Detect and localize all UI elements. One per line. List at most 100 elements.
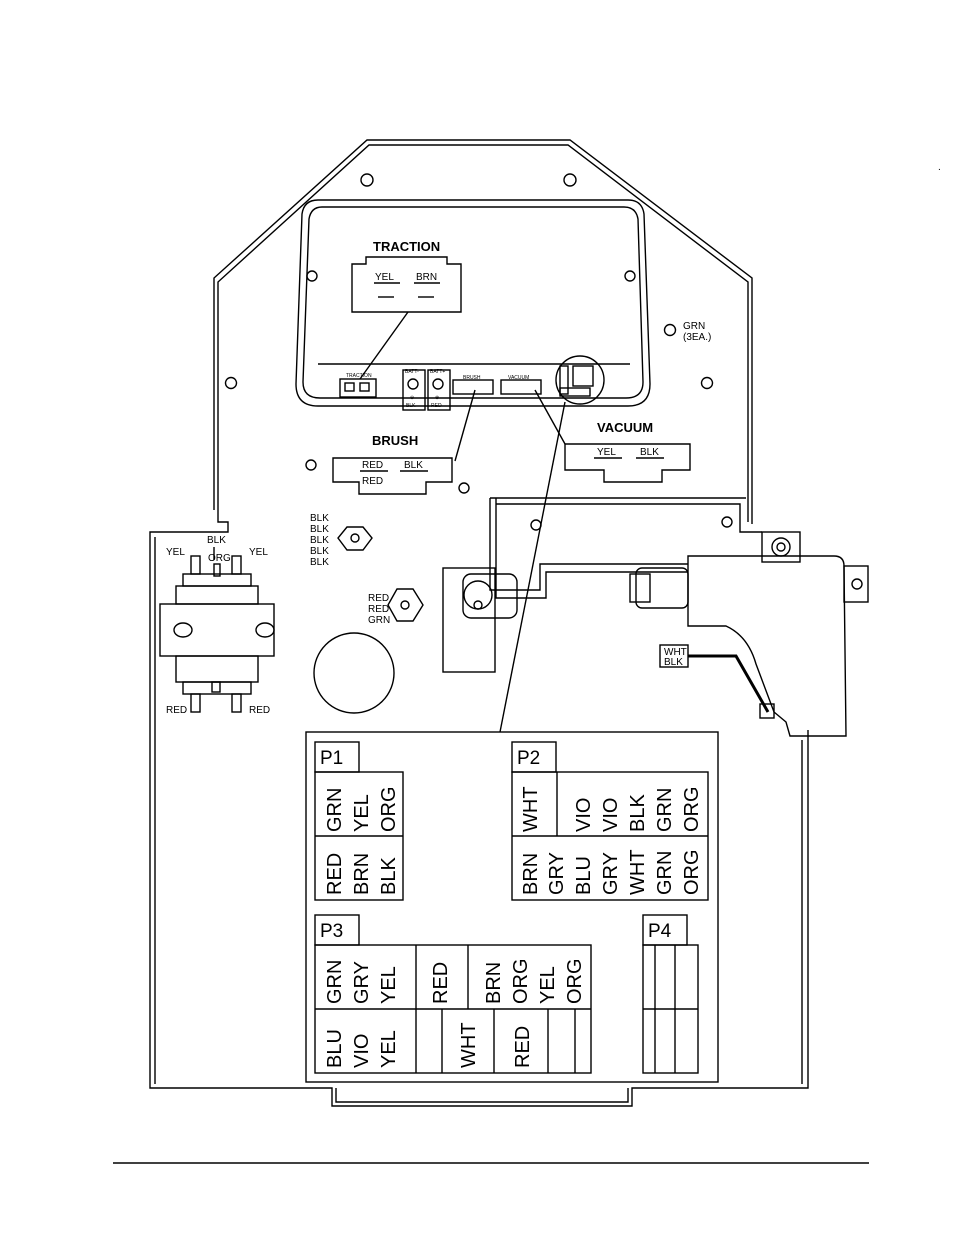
controller: TRACTION BATT- ⊖ BLK BATT+ ⊕ RED BRUSH V… bbox=[295, 199, 651, 411]
p2-top-pin-1: WHT bbox=[520, 786, 542, 832]
hole-icon bbox=[458, 482, 470, 494]
battery-terminal-icon bbox=[432, 378, 444, 390]
brush-red-1: RED bbox=[362, 460, 383, 471]
battery-terminal-icon bbox=[407, 378, 419, 390]
svg-text:.: . bbox=[938, 162, 941, 173]
traction-connector: TRACTION YEL BRN bbox=[351, 239, 462, 380]
p3-top-pin-5: BRN bbox=[483, 962, 505, 1004]
p3-top-pin-2: GRY bbox=[351, 961, 373, 1004]
p2-bottom-pin-6: GRN bbox=[654, 851, 676, 895]
batt-red-label: RED bbox=[431, 403, 442, 409]
p3-bottom-pin-4: WHT bbox=[458, 1022, 480, 1068]
p1-top-pin-1: GRN bbox=[324, 788, 346, 832]
p3-bottom-pin-5: RED bbox=[512, 1026, 534, 1068]
p3-top-pin-1: GRN bbox=[324, 960, 346, 1004]
vacuum-blk: BLK bbox=[640, 447, 659, 458]
brush-title: BRUSH bbox=[372, 433, 418, 448]
rrg-label-2: RED bbox=[368, 604, 389, 615]
brush-connector: BRUSH RED BLK RED bbox=[332, 389, 476, 495]
main-panel-outline bbox=[149, 139, 809, 1107]
p2-top-pin-3: VIO bbox=[573, 798, 595, 832]
rrg-stack: RED RED GRN bbox=[368, 588, 424, 626]
nut-icon bbox=[851, 578, 863, 590]
p1-bottom-pin-1: RED bbox=[324, 853, 346, 895]
hole-icon bbox=[360, 173, 374, 187]
blk-label-2: BLK bbox=[310, 524, 329, 535]
hex-nut-icon bbox=[337, 526, 373, 551]
brush-red-2: RED bbox=[362, 476, 383, 487]
sol-blk: BLK bbox=[207, 535, 226, 546]
p3-title: P3 bbox=[320, 921, 343, 942]
vacuum-motor-switch: WHT BLK bbox=[629, 555, 869, 737]
p1-bottom-pin-2: BRN bbox=[351, 853, 373, 895]
callout-line bbox=[499, 401, 566, 733]
p3-top-pin-8: ORG bbox=[564, 958, 586, 1004]
sol-yel-right: YEL bbox=[249, 547, 268, 558]
blk-label-5: BLK bbox=[310, 557, 329, 568]
p2-bottom-pin-1: BRN bbox=[520, 853, 542, 895]
switch-blk: BLK bbox=[664, 657, 683, 668]
hole-icon bbox=[305, 459, 317, 471]
p1-top-pin-3: ORG bbox=[378, 786, 400, 832]
hole-icon bbox=[224, 376, 238, 390]
p3-top-pin-4: RED bbox=[430, 962, 452, 1004]
solenoid: BLK YEL ORG YEL RED RED bbox=[159, 535, 275, 716]
vacuum-yel: YEL bbox=[597, 447, 616, 458]
mini-traction-label: TRACTION bbox=[346, 373, 372, 379]
batt-pos-label: BATT+ bbox=[430, 369, 445, 375]
p2-bottom-pin-7: ORG bbox=[681, 849, 703, 895]
p3-top-pin-7: YEL bbox=[537, 966, 559, 1004]
batt-neg-label: BATT- bbox=[405, 369, 419, 375]
blk-label-4: BLK bbox=[310, 546, 329, 557]
p2-top-pin-5: BLK bbox=[627, 794, 649, 832]
p2-title: P2 bbox=[517, 748, 540, 769]
vacuum-connector: VACUUM YEL BLK bbox=[534, 389, 691, 483]
hole-icon bbox=[663, 323, 677, 337]
hole-icon bbox=[721, 516, 733, 528]
grn-3ea-line1: GRN bbox=[683, 321, 705, 332]
mounting-holes bbox=[224, 173, 733, 531]
hole-icon bbox=[563, 173, 577, 187]
rrg-label-3: GRN bbox=[368, 615, 390, 626]
p3-bottom-pin-2: VIO bbox=[351, 1034, 373, 1068]
p3-top-pin-6: ORG bbox=[510, 958, 532, 1004]
p4-connector: P4 bbox=[642, 914, 699, 1074]
mini-brush-label: BRUSH bbox=[463, 375, 481, 381]
svg-text:⊕: ⊕ bbox=[435, 395, 439, 401]
screw-icon bbox=[306, 270, 318, 282]
rrg-label-1: RED bbox=[368, 593, 389, 604]
p2-top-pin-7: ORG bbox=[681, 786, 703, 832]
sol-red-right: RED bbox=[249, 705, 270, 716]
svg-text:⊖: ⊖ bbox=[410, 395, 414, 401]
mount-slot-icon bbox=[255, 622, 275, 638]
p2-bottom-pin-3: BLU bbox=[573, 856, 595, 895]
brush-blk: BLK bbox=[404, 460, 423, 471]
hex-nut-icon bbox=[387, 588, 424, 622]
p2-bottom-pin-2: GRY bbox=[546, 852, 568, 895]
hole-icon bbox=[700, 376, 714, 390]
vacuum-title: VACUUM bbox=[597, 420, 653, 435]
mount-slot-icon bbox=[173, 622, 193, 638]
mini-vacuum-label: VACUUM bbox=[508, 375, 529, 381]
sol-red-left: RED bbox=[166, 705, 187, 716]
blk-stack: BLK BLK BLK BLK BLK bbox=[310, 513, 373, 568]
traction-brn: BRN bbox=[416, 272, 437, 283]
p3-top-pin-3: YEL bbox=[378, 966, 400, 1004]
pivot-icon bbox=[463, 580, 493, 610]
p4-title: P4 bbox=[648, 921, 672, 942]
p1-title: P1 bbox=[320, 748, 343, 769]
p2-top-pin-6: GRN bbox=[654, 788, 676, 832]
sol-yel-left: YEL bbox=[166, 547, 185, 558]
switch-wht: WHT bbox=[664, 647, 687, 658]
blk-label-3: BLK bbox=[310, 535, 329, 546]
p3-bottom-pin-3: YEL bbox=[378, 1030, 400, 1068]
p3-bottom-pin-1: BLU bbox=[324, 1029, 346, 1068]
batt-blk-label: BLK bbox=[406, 403, 416, 409]
